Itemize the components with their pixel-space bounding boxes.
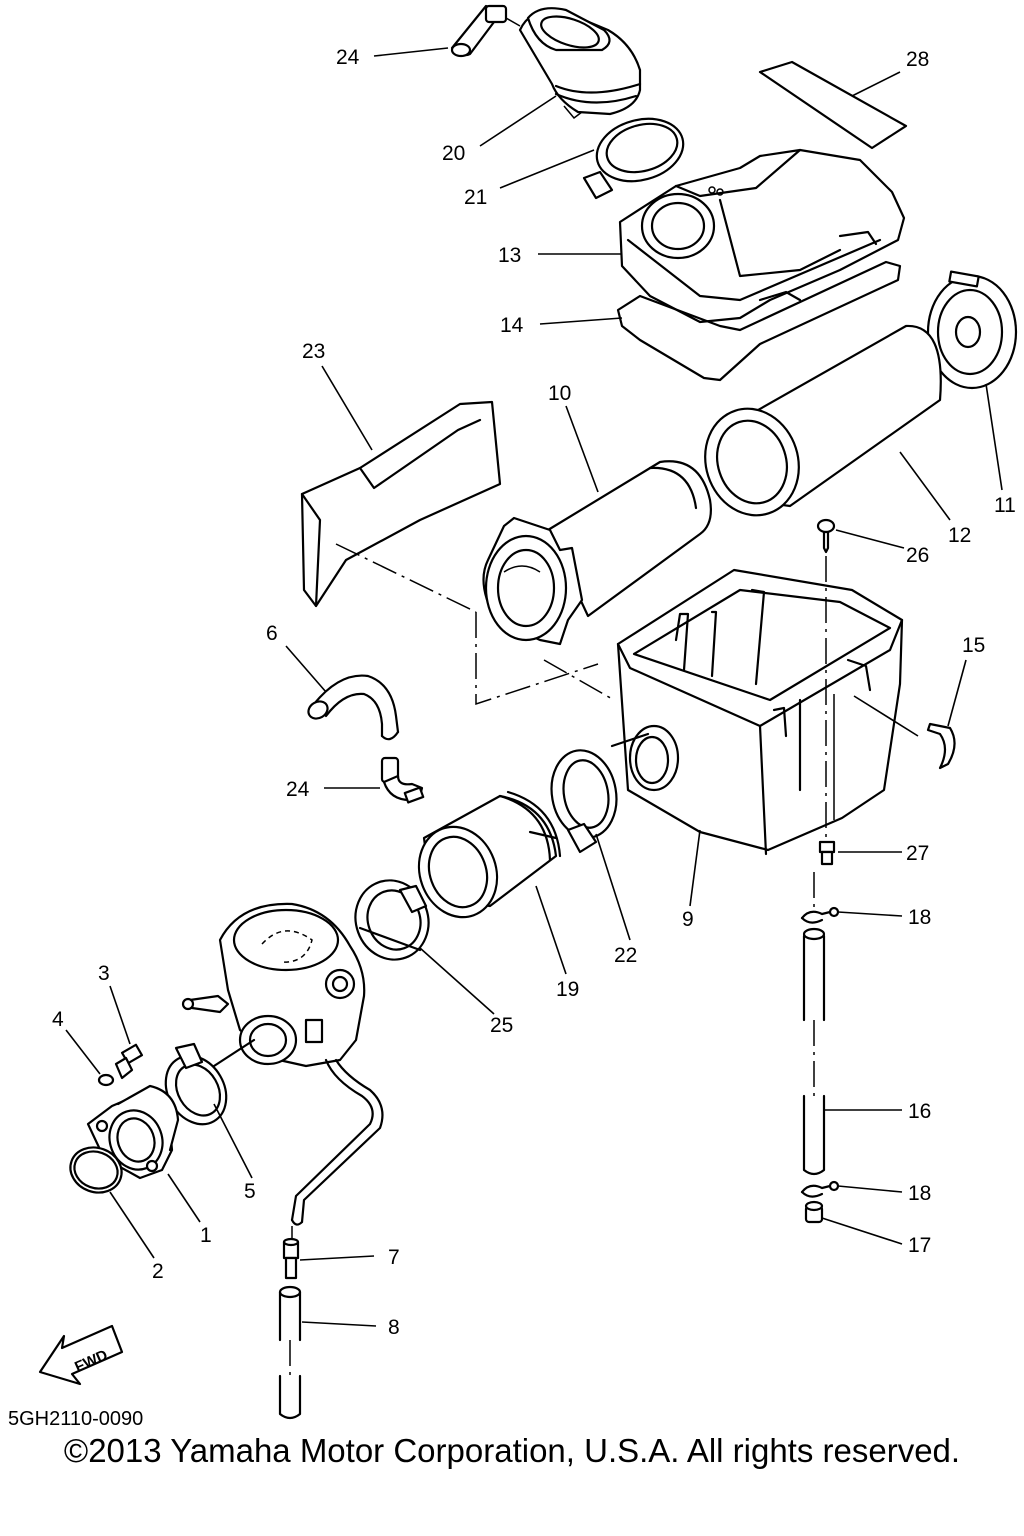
part-10-inner-element	[482, 460, 712, 646]
part-20-intake-duct	[518, 7, 642, 120]
callout-14: 14	[500, 314, 524, 337]
leader-20	[479, 95, 557, 147]
leader-8	[301, 1321, 377, 1327]
fwd-arrow: FWD	[38, 1324, 124, 1386]
carburetor-assembly	[181, 902, 384, 1226]
callout-25: 25	[490, 1014, 513, 1037]
part-1-carb-joint	[86, 1084, 180, 1180]
part-5-clamp	[164, 1042, 228, 1126]
leader-3	[109, 985, 131, 1045]
copyright-notice: ©2013 Yamaha Motor Corporation, U.S.A. A…	[63, 1432, 961, 1469]
leader-24a	[373, 47, 449, 57]
leader-23	[321, 365, 373, 451]
callout-23: 23	[302, 340, 325, 363]
part-6-breather-hose	[307, 674, 400, 741]
part-8-hose	[278, 1285, 302, 1420]
callout-24-mid: 24	[286, 778, 310, 801]
leader-19	[535, 885, 567, 975]
part-3-bolt	[114, 1043, 144, 1080]
callout-2: 2	[152, 1260, 164, 1283]
leader-22	[595, 833, 631, 941]
callout-3: 3	[98, 962, 110, 985]
callout-9: 9	[682, 908, 694, 931]
assembly-lines	[212, 543, 835, 1376]
callout-15: 15	[962, 634, 985, 657]
leader-12	[899, 451, 951, 521]
part-18-clip-upper	[800, 906, 840, 924]
part-28-label	[758, 60, 908, 150]
leader-15	[947, 659, 967, 727]
part-18-clip-lower	[800, 1180, 840, 1198]
leader-6	[285, 645, 327, 693]
leader-1	[167, 1173, 201, 1223]
callout-numbers: 24 28 20 21 13 14 23 10 11 12 26 15 6 24…	[52, 46, 1016, 1339]
part-22-clamp	[550, 749, 618, 854]
part-16-hose	[802, 927, 826, 1176]
part-25-clamp	[354, 879, 430, 961]
part-21-clamp	[582, 117, 685, 200]
part-19-joint	[417, 790, 562, 919]
part-27-grommet	[818, 840, 836, 866]
callout-18-lower: 18	[908, 1182, 931, 1205]
leader-17	[821, 1217, 903, 1245]
callout-12: 12	[948, 524, 971, 547]
leader-18b	[837, 1185, 903, 1193]
callout-6: 6	[266, 622, 278, 645]
callout-10: 10	[548, 382, 571, 405]
callout-4: 4	[52, 1008, 64, 1031]
callout-26: 26	[906, 544, 929, 567]
part-12-outer-element	[704, 324, 942, 517]
leader-10	[565, 405, 599, 493]
diagram-code: 5GH2110-0090	[8, 1408, 144, 1430]
callout-16: 16	[908, 1100, 931, 1123]
callout-19: 19	[556, 978, 579, 1001]
part-11-cap	[926, 270, 1018, 390]
callout-21: 21	[464, 186, 487, 209]
leader-15b	[853, 695, 919, 737]
leader-14	[539, 317, 623, 325]
part-9-case	[616, 568, 904, 856]
callout-17: 17	[908, 1234, 931, 1257]
leader-5	[213, 1103, 253, 1179]
callout-18-upper: 18	[908, 906, 931, 929]
leader-9	[689, 829, 701, 907]
part-7-fitting	[282, 1237, 300, 1280]
part-24-joint-mid	[380, 756, 425, 804]
callout-1: 1	[200, 1224, 212, 1247]
part-14-gasket	[616, 260, 902, 382]
leader-4	[65, 1029, 101, 1075]
leader-lines	[65, 47, 1003, 1327]
leader-21	[499, 149, 595, 189]
part-4-washer	[97, 1073, 115, 1087]
part-24-joint-top	[450, 4, 521, 58]
part-26-screw	[816, 518, 836, 554]
leader-2	[109, 1191, 155, 1259]
leader-7	[299, 1255, 375, 1261]
callout-13: 13	[498, 244, 521, 267]
callout-5: 5	[244, 1180, 256, 1203]
callout-22: 22	[614, 944, 637, 967]
callout-11: 11	[994, 494, 1016, 517]
callout-8: 8	[388, 1316, 400, 1339]
part-13-cover	[618, 148, 906, 324]
callout-7: 7	[388, 1246, 400, 1269]
callout-27: 27	[906, 842, 929, 865]
part-17-plug	[804, 1200, 824, 1224]
leader-28	[851, 71, 901, 97]
leader-18a	[837, 911, 903, 917]
leader-26	[835, 529, 905, 549]
part-23-guard	[300, 400, 502, 608]
part-2-o-ring	[69, 1146, 123, 1194]
leader-25	[419, 947, 495, 1015]
callout-24-top: 24	[336, 46, 360, 69]
part-15-clip	[926, 722, 956, 770]
callout-28: 28	[906, 48, 929, 71]
callout-20: 20	[442, 142, 465, 165]
leader-11	[985, 383, 1003, 491]
